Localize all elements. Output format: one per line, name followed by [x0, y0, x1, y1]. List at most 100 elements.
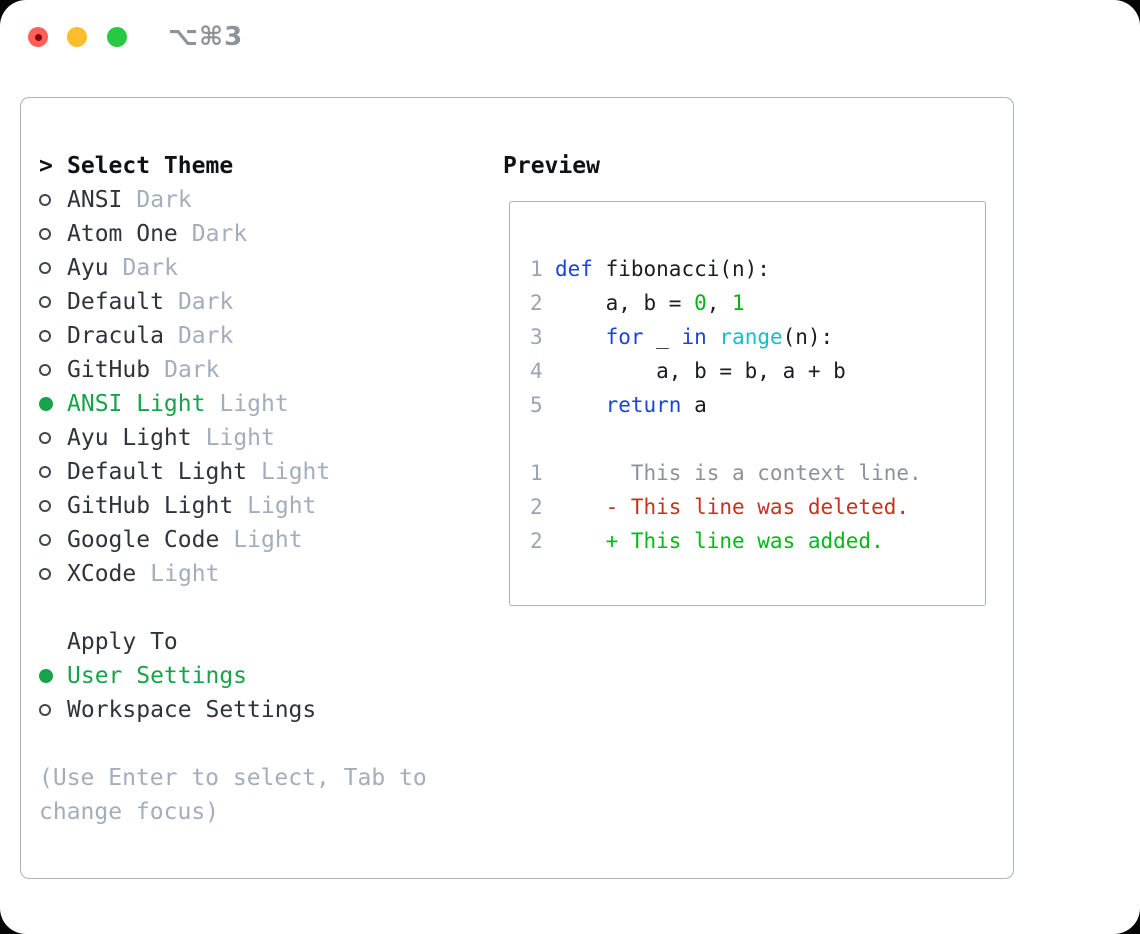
radio-icon — [39, 534, 51, 546]
code-token: - This line was deleted. — [555, 495, 910, 519]
radio-icon — [39, 432, 51, 444]
code-token: range — [719, 325, 783, 349]
theme-variant-tag: Dark — [191, 221, 248, 247]
theme-option-ayu[interactable]: Ayu Dark — [39, 251, 479, 285]
code-token: return — [605, 393, 682, 417]
line-number: 2 — [530, 495, 543, 519]
theme-name: ANSI — [67, 187, 123, 213]
theme-variant-tag: Dark — [164, 357, 220, 383]
theme-variant-tag: Light — [205, 425, 275, 451]
theme-variant-tag: Light — [247, 493, 317, 519]
minimize-button[interactable] — [67, 27, 87, 47]
theme-name: ANSI Light — [67, 391, 206, 417]
apply-option-label: Workspace Settings — [67, 697, 317, 723]
close-button[interactable] — [28, 27, 48, 47]
select-theme-header: > Select Theme — [39, 149, 479, 183]
window-title: ⌥⌘3 — [168, 22, 244, 52]
theme-option-github[interactable]: GitHub Dark — [39, 353, 479, 387]
keyboard-hint-text: (Use Enter to select, Tab to change focu… — [39, 765, 427, 825]
line-number: 5 — [530, 393, 543, 417]
code-line: 3 for _ in range(n): — [530, 320, 967, 354]
preview-title: Preview — [503, 153, 600, 179]
code-token: 0 — [694, 291, 707, 315]
theme-name: Default Light — [67, 459, 248, 485]
code-token: _ — [643, 325, 682, 349]
code-line: 2 + This line was added. — [530, 524, 967, 558]
code-token — [707, 325, 720, 349]
code-token: a, b = — [555, 291, 695, 315]
code-line: 4 a, b = b, a + b — [530, 354, 967, 388]
code-token: + This line was added. — [555, 529, 884, 553]
apply-option-user-settings[interactable]: User Settings — [39, 659, 479, 693]
radio-icon — [39, 397, 53, 411]
apply-to-title: Apply To — [67, 629, 178, 655]
apply-options-list: User Settings Workspace Settings — [39, 659, 479, 727]
theme-variant-tag: Dark — [136, 187, 192, 213]
prompt-caret-icon: > — [39, 153, 53, 179]
code-token: def — [555, 257, 593, 281]
radio-icon — [39, 262, 51, 274]
theme-variant-tag: Dark — [177, 289, 234, 315]
code-token — [555, 325, 606, 349]
theme-variant-tag: Light — [150, 561, 220, 587]
theme-name: XCode — [67, 561, 137, 587]
code-token: , — [706, 291, 733, 315]
code-token: for — [605, 325, 644, 349]
radio-icon — [39, 704, 51, 716]
code-line: 5 return a — [530, 388, 967, 422]
code-token: in — [681, 325, 707, 349]
code-token: 1 — [732, 291, 745, 315]
theme-variant-tag: Light — [219, 391, 289, 417]
radio-icon — [39, 228, 51, 240]
theme-option-ansi-light[interactable]: ANSI Light Light — [39, 387, 479, 421]
code-token: a, b = b, a + b — [555, 359, 846, 383]
radio-icon — [39, 296, 51, 308]
theme-name: Ayu — [67, 255, 109, 281]
code-line: 2 - This line was deleted. — [530, 490, 967, 524]
radio-icon — [39, 500, 51, 512]
code-token: fibonacci(n): — [592, 257, 770, 281]
apply-option-workspace-settings[interactable]: Workspace Settings — [39, 693, 479, 727]
code-line — [530, 422, 967, 456]
code-token: This is a context line. — [555, 461, 922, 485]
code-token: a — [681, 393, 707, 417]
line-number: 3 — [530, 325, 543, 349]
theme-variant-tag: Dark — [177, 323, 234, 349]
line-number: 2 — [530, 529, 543, 553]
code-line: 2 a, b = 0, 1 — [530, 286, 967, 320]
line-number: 1 — [530, 461, 543, 485]
apply-option-label: User Settings — [67, 663, 248, 689]
theme-option-default-light[interactable]: Default Light Light — [39, 455, 479, 489]
titlebar: ⌥⌘3 — [0, 0, 1140, 74]
theme-name: GitHub — [67, 357, 151, 383]
apply-to-header: Apply To — [39, 625, 479, 659]
code-token: (n): — [782, 325, 834, 349]
theme-variant-tag: Dark — [122, 255, 178, 281]
zoom-button[interactable] — [107, 27, 127, 47]
radio-icon — [39, 364, 51, 376]
theme-option-ansi[interactable]: ANSI Dark — [39, 183, 479, 217]
theme-name: Google Code — [67, 527, 220, 553]
code-line: 1 def fibonacci(n): — [530, 252, 967, 286]
line-number: 1 — [530, 257, 543, 281]
theme-variant-tag: Light — [261, 459, 331, 485]
radio-icon — [39, 194, 51, 206]
select-theme-title: Select Theme — [67, 153, 234, 179]
theme-option-xcode[interactable]: XCode Light — [39, 557, 479, 591]
radio-icon — [39, 330, 51, 342]
radio-icon — [39, 568, 51, 580]
code-token — [555, 393, 606, 417]
gap — [39, 591, 479, 625]
line-number: 4 — [530, 359, 543, 383]
radio-icon — [39, 669, 53, 683]
